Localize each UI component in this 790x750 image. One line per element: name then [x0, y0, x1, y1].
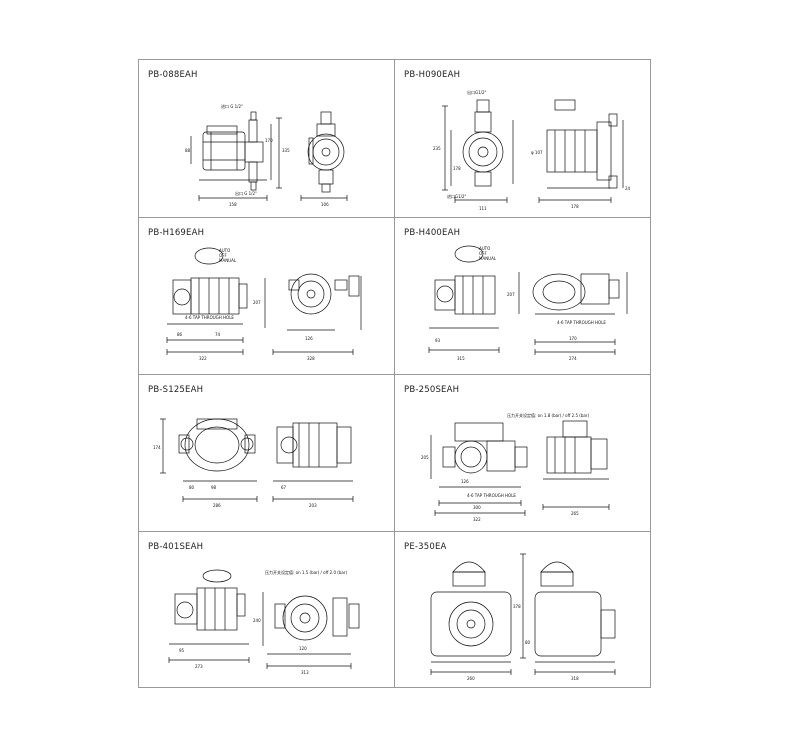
panel-pb-h169eah: PB-H169EAH AU — [139, 218, 394, 374]
dimension-annotation: MANUAL — [219, 258, 237, 263]
dimension-annotation: 335 — [282, 148, 290, 153]
dimension-annotation: 126 — [461, 479, 469, 484]
dimension-annotation: 178 — [453, 166, 461, 171]
model-label: PE-350EA — [404, 542, 447, 552]
dimension-annotation: 235 — [433, 146, 441, 151]
dimension-annotation: 压力开关设定值: on 1.8 (bar) / off 2.5 (bar) — [507, 412, 589, 418]
dimension-annotation: 300 — [473, 505, 481, 510]
model-label: PB-H090EAH — [404, 70, 461, 80]
panel-pb-h090eah: PB-H090EAH 出口 — [395, 60, 652, 217]
dimension-annotation: 126 — [305, 336, 313, 341]
model-label: PB-250SEAH — [404, 385, 460, 395]
dimension-annotation: 24 — [625, 186, 631, 191]
dimension-annotation: 313 — [301, 670, 309, 675]
dimension-annotation: 93 — [435, 338, 441, 343]
dimension-annotation: 378 — [513, 604, 521, 609]
dimension-annotation: 106 — [321, 202, 329, 207]
dimension-annotation: 322 — [199, 356, 207, 361]
dimension-annotation: 98 — [211, 485, 217, 490]
dimension-annotation: 207 — [253, 300, 261, 305]
dimension-annotation: 进口 G 1/2" — [221, 103, 243, 109]
pump-dimension-drawing: 压力开关设定值: on 1.5 (bar) / off 2.0 (bar) 27… — [168, 569, 360, 675]
dimension-annotation: φ 107 — [531, 150, 543, 155]
panel-pb-h400eah: PB-H400EAH AUTO OFF — [395, 218, 652, 374]
model-label: PB-401SEAH — [148, 542, 204, 552]
dimension-annotation: 265 — [571, 511, 579, 516]
column-divider — [394, 60, 395, 687]
dimension-annotation: 86 — [177, 332, 183, 337]
dimension-annotation: 4-6 TAP THROUGH HOLE — [557, 320, 606, 325]
model-label: PB-088EAH — [148, 70, 198, 80]
dimension-annotation: 273 — [195, 664, 203, 669]
row-divider — [139, 531, 650, 532]
dimension-annotation: 286 — [213, 503, 221, 508]
dimension-annotation: 315 — [457, 356, 465, 361]
panel-pb-250seah: PB-250SEAH 压力开关设定值: on 1.8 (bar — [395, 375, 652, 531]
pump-dimension-drawing: 出口G1/2" 进口G1/2" 111 235 178 φ 107 178 24 — [433, 89, 631, 211]
dimension-annotation: OFF — [479, 251, 487, 256]
dimension-annotation: 80 — [189, 485, 195, 490]
dimension-annotation: OFF — [219, 253, 227, 258]
pump-dimension-drawing: 260 318 378 80 — [430, 553, 616, 681]
dimension-annotation: 178 — [571, 204, 579, 209]
dimension-annotation: 4-6 TAP THROUGH HOLE — [185, 315, 234, 320]
dimension-annotation: MANUAL — [479, 256, 497, 261]
pump-dimension-drawing: AUTO OFF MANUAL 4-6 TAP THROUGH HOLE 315… — [428, 245, 628, 361]
pump-dimension-drawing: 压力开关设定值: on 1.8 (bar) / off 2.5 (bar) 4-… — [421, 412, 610, 522]
dimension-annotation: 203 — [309, 503, 317, 508]
dimension-annotation: 4-6 TAP THROUGH HOLE — [467, 493, 516, 498]
dimension-annotation: 205 — [421, 455, 429, 460]
row-divider — [139, 217, 650, 218]
dimension-annotation: AUTO — [219, 248, 230, 253]
spec-sheet-grid: PB-088EAH — [138, 59, 651, 688]
dimension-annotation: 出口G1/2" — [467, 89, 487, 95]
dimension-annotation: 95 — [179, 648, 185, 653]
dimension-annotation: 207 — [507, 292, 515, 297]
dimension-annotation: 120 — [299, 646, 307, 651]
dimension-annotation: 322 — [473, 517, 481, 522]
dimension-annotation: 240 — [253, 618, 261, 623]
dimension-annotation: 80 — [525, 640, 531, 645]
dimension-annotation: 出口 G 1/2" — [235, 190, 257, 196]
row-divider — [139, 374, 650, 375]
panel-pb-401seah: PB-401SEAH 压力开关设定值: on 1.5 (bar) / off 2… — [139, 532, 394, 689]
panel-pe-350ea: PE-350EA 260 318 378 80 — [395, 532, 652, 689]
model-label: PB-H169EAH — [148, 228, 205, 238]
dimension-annotation: AUTO — [479, 246, 490, 251]
dimension-annotation: 压力开关设定值: on 1.5 (bar) / off 2.0 (bar) — [265, 569, 347, 575]
pump-dimension-drawing: AUTO OFF MANUAL 4-6 TAP THROUGH HOLE 322… — [166, 247, 362, 361]
model-label: PB-H400EAH — [404, 228, 461, 238]
model-label: PB-S125EAH — [148, 385, 204, 395]
dimension-annotation: 260 — [467, 676, 475, 681]
dimension-annotation: 170 — [265, 138, 273, 143]
panel-pb-s125eah: PB-S125EAH 286 98 8 — [139, 375, 394, 531]
dimension-annotation: 174 — [153, 445, 161, 450]
pump-dimension-drawing: 进口 G 1/2" 出口 G 1/2" 158 335 170 88 106 — [185, 103, 348, 207]
dimension-annotation: 328 — [307, 356, 315, 361]
dimension-annotation: 274 — [569, 356, 577, 361]
panel-pb-088eah: PB-088EAH — [139, 60, 394, 217]
dimension-annotation: 170 — [569, 336, 577, 341]
dimension-annotation: 67 — [281, 485, 287, 490]
dimension-annotation: 进口G1/2" — [447, 193, 467, 199]
dimension-annotation: 318 — [571, 676, 579, 681]
dimension-annotation: 111 — [479, 206, 487, 211]
dimension-annotation: 88 — [185, 148, 191, 153]
pump-dimension-drawing: 286 98 80 203 67 174 — [153, 418, 354, 508]
dimension-annotation: 158 — [229, 202, 237, 207]
dimension-annotation: 74 — [215, 332, 221, 337]
